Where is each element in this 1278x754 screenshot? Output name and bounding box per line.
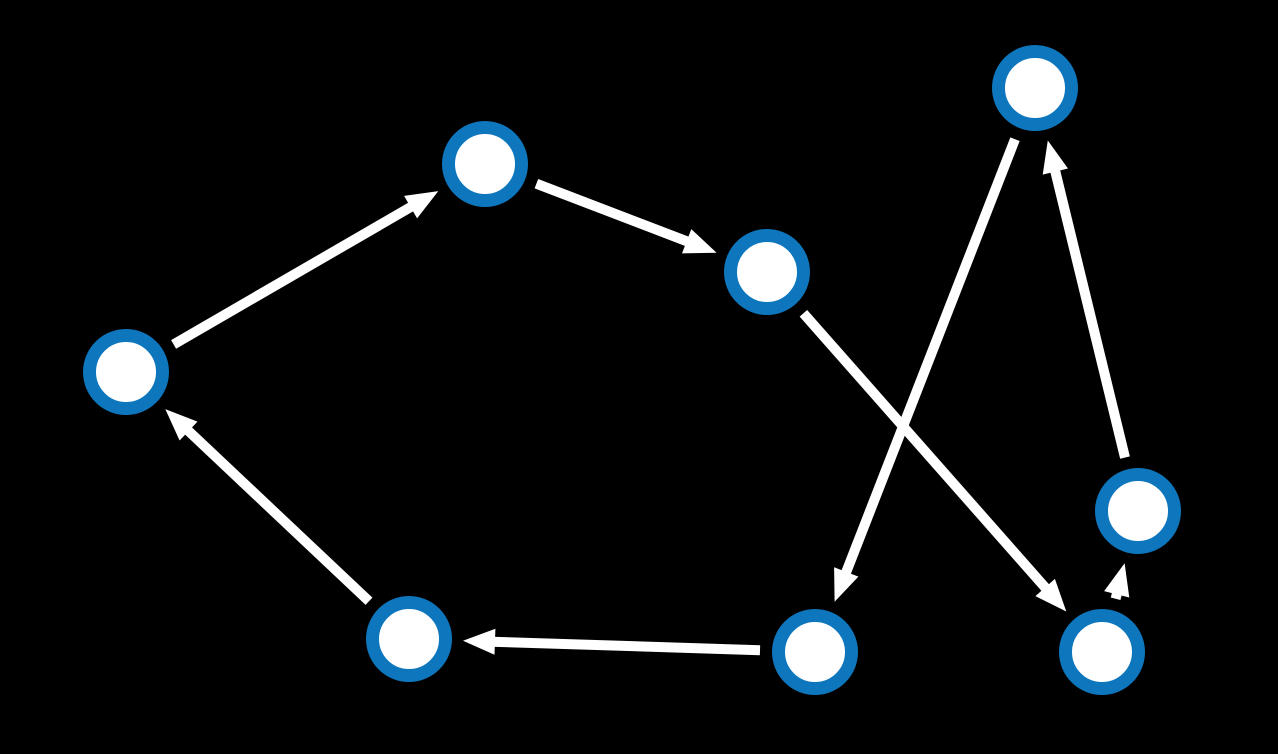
edge-shaft bbox=[182, 425, 373, 605]
arrowhead-icon bbox=[1104, 563, 1130, 598]
graph-edge-bottom-right-to-right[interactable] bbox=[1104, 563, 1130, 600]
arrowhead-icon bbox=[404, 191, 439, 219]
graph-node-bottom-middle[interactable] bbox=[772, 609, 858, 695]
graph-node-middle[interactable] bbox=[724, 229, 810, 315]
edge-shaft bbox=[171, 201, 416, 349]
graph-edge-right-to-top-right[interactable] bbox=[1042, 140, 1130, 459]
graph-node-bottom-right[interactable] bbox=[1059, 609, 1145, 695]
graph-edge-upper-middle-to-middle[interactable] bbox=[534, 179, 717, 254]
graph-node-top-right[interactable] bbox=[992, 45, 1078, 131]
graph-edge-middle-to-bottom-right[interactable] bbox=[799, 309, 1067, 612]
edge-shaft bbox=[840, 137, 1020, 577]
graph-node-left[interactable] bbox=[83, 329, 169, 415]
graph-edge-bottom-middle-to-bottom-left[interactable] bbox=[463, 628, 761, 656]
arrowhead-icon bbox=[1042, 140, 1068, 175]
graph-node-right[interactable] bbox=[1095, 468, 1181, 554]
arrowhead-icon bbox=[165, 409, 198, 441]
arrowhead-icon bbox=[1035, 578, 1067, 612]
graph-edge-bottom-left-to-left[interactable] bbox=[165, 409, 373, 605]
graph-edge-top-right-to-bottom-middle[interactable] bbox=[834, 137, 1020, 602]
edge-shaft bbox=[799, 309, 1051, 594]
arrowhead-icon bbox=[834, 567, 859, 602]
arrowhead-icon bbox=[463, 628, 496, 655]
edge-shaft bbox=[491, 636, 761, 656]
graph-edge-left-to-upper-middle[interactable] bbox=[171, 191, 439, 349]
graph-node-bottom-left[interactable] bbox=[366, 596, 452, 682]
edge-shaft bbox=[534, 179, 692, 247]
arrowhead-icon bbox=[682, 229, 717, 254]
edge-shaft bbox=[1049, 167, 1130, 459]
graph-node-upper-middle[interactable] bbox=[442, 121, 528, 207]
